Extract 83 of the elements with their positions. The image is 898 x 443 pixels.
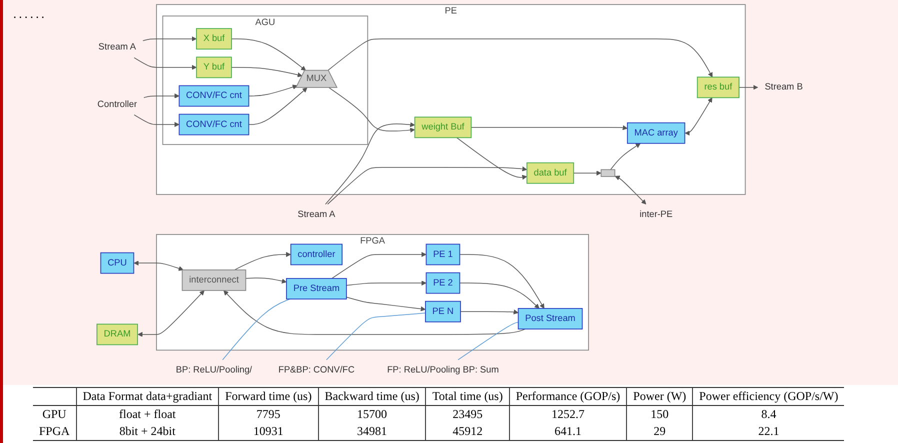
table-cell: float + float bbox=[76, 406, 219, 423]
node-box: PE N bbox=[425, 300, 462, 322]
table-cell: Data Format data+gradiant bbox=[76, 388, 219, 406]
table-cell: 29 bbox=[626, 423, 693, 440]
arrow bbox=[144, 93, 180, 98]
arrow bbox=[456, 137, 528, 180]
arrow bbox=[332, 252, 427, 279]
node-box: X buf bbox=[196, 28, 232, 50]
arrow bbox=[328, 38, 714, 78]
arrow bbox=[328, 166, 528, 205]
node-box: Y buf bbox=[196, 56, 232, 78]
table-cell: 7795 bbox=[218, 406, 318, 423]
table-cell: Power efficiency (GOP/s/W) bbox=[692, 388, 844, 406]
arrow bbox=[231, 67, 303, 78]
arrow bbox=[134, 114, 180, 128]
node-box: interconnect bbox=[182, 269, 247, 291]
arrow bbox=[325, 122, 416, 205]
table-cell: 1252.7 bbox=[509, 406, 627, 423]
node-box: res buf bbox=[697, 76, 740, 98]
arrow bbox=[248, 84, 298, 96]
node-text: Stream A bbox=[298, 209, 336, 220]
node-text: Stream B bbox=[765, 82, 804, 92]
arrow bbox=[134, 57, 198, 70]
node-box: data buf bbox=[526, 162, 574, 184]
connector bbox=[222, 298, 291, 360]
node-box: CONV/FC cnt bbox=[179, 114, 250, 136]
arrow bbox=[248, 87, 308, 125]
node-box: Pre Stream bbox=[286, 278, 348, 300]
arrow bbox=[142, 36, 198, 42]
arrow bbox=[615, 176, 647, 204]
node-box: weight Buf bbox=[414, 116, 472, 138]
arrow bbox=[246, 278, 288, 284]
node-text: FP: ReLU/Pooling BP: Sum bbox=[387, 365, 500, 375]
arrow bbox=[739, 84, 758, 90]
connector bbox=[326, 312, 426, 360]
table-cell: 641.1 bbox=[509, 423, 627, 440]
table-cell: 45912 bbox=[426, 423, 510, 440]
node-text: Stream A bbox=[98, 42, 136, 52]
table-cell: 15700 bbox=[318, 406, 426, 423]
node-text: inter-PE bbox=[640, 209, 673, 220]
table-cell: 22.1 bbox=[692, 423, 844, 440]
table-cell: 150 bbox=[626, 406, 693, 423]
arrow bbox=[346, 280, 427, 286]
table-cell: Total time (us) bbox=[426, 388, 510, 406]
arrow bbox=[460, 254, 545, 309]
node-text: FP&BP: CONV/FC bbox=[278, 365, 355, 375]
connector bbox=[458, 322, 520, 360]
node-text: Controller bbox=[98, 99, 138, 110]
arrow bbox=[610, 143, 641, 170]
arrow bbox=[234, 252, 292, 270]
node-text: BP: ReLU/Pooling/ bbox=[176, 365, 252, 375]
table-cell: 23495 bbox=[426, 406, 510, 423]
node-box: PE 2 bbox=[426, 272, 461, 294]
node-box: controller bbox=[290, 244, 343, 266]
table-cell: Forward time (us) bbox=[218, 388, 318, 406]
table-cell: Backward time (us) bbox=[318, 388, 426, 406]
node-box: PE 1 bbox=[426, 244, 461, 266]
arrow bbox=[685, 97, 713, 136]
arrow bbox=[471, 125, 628, 130]
node-box: DRAM bbox=[96, 324, 138, 346]
table-cell: 34981 bbox=[318, 423, 426, 440]
node-box: CONV/FC cnt bbox=[179, 85, 250, 107]
node-box: MAC array bbox=[627, 122, 686, 144]
arrow bbox=[346, 296, 426, 312]
node-box: Post Stream bbox=[518, 308, 584, 330]
arrow bbox=[574, 170, 602, 176]
arrow bbox=[460, 282, 540, 309]
table-cell: FPGA bbox=[33, 423, 76, 440]
node-box: CPU bbox=[100, 252, 135, 274]
arrow bbox=[134, 260, 184, 271]
table-cell: 10931 bbox=[218, 423, 318, 440]
ellipsis-text: ...... bbox=[13, 6, 47, 21]
arrow bbox=[329, 87, 416, 133]
arrow bbox=[224, 290, 526, 335]
table-cell: Power (W) bbox=[626, 388, 693, 406]
arrow bbox=[138, 290, 205, 337]
node-box bbox=[601, 169, 616, 177]
arrow bbox=[232, 38, 306, 71]
table-cell: GPU bbox=[33, 406, 76, 423]
table-cell: Performance (GOP/s) bbox=[509, 388, 627, 406]
table-cell: 8bit + 24bit bbox=[76, 423, 219, 440]
arrow bbox=[460, 309, 519, 314]
table-cell: 8.4 bbox=[692, 406, 844, 423]
